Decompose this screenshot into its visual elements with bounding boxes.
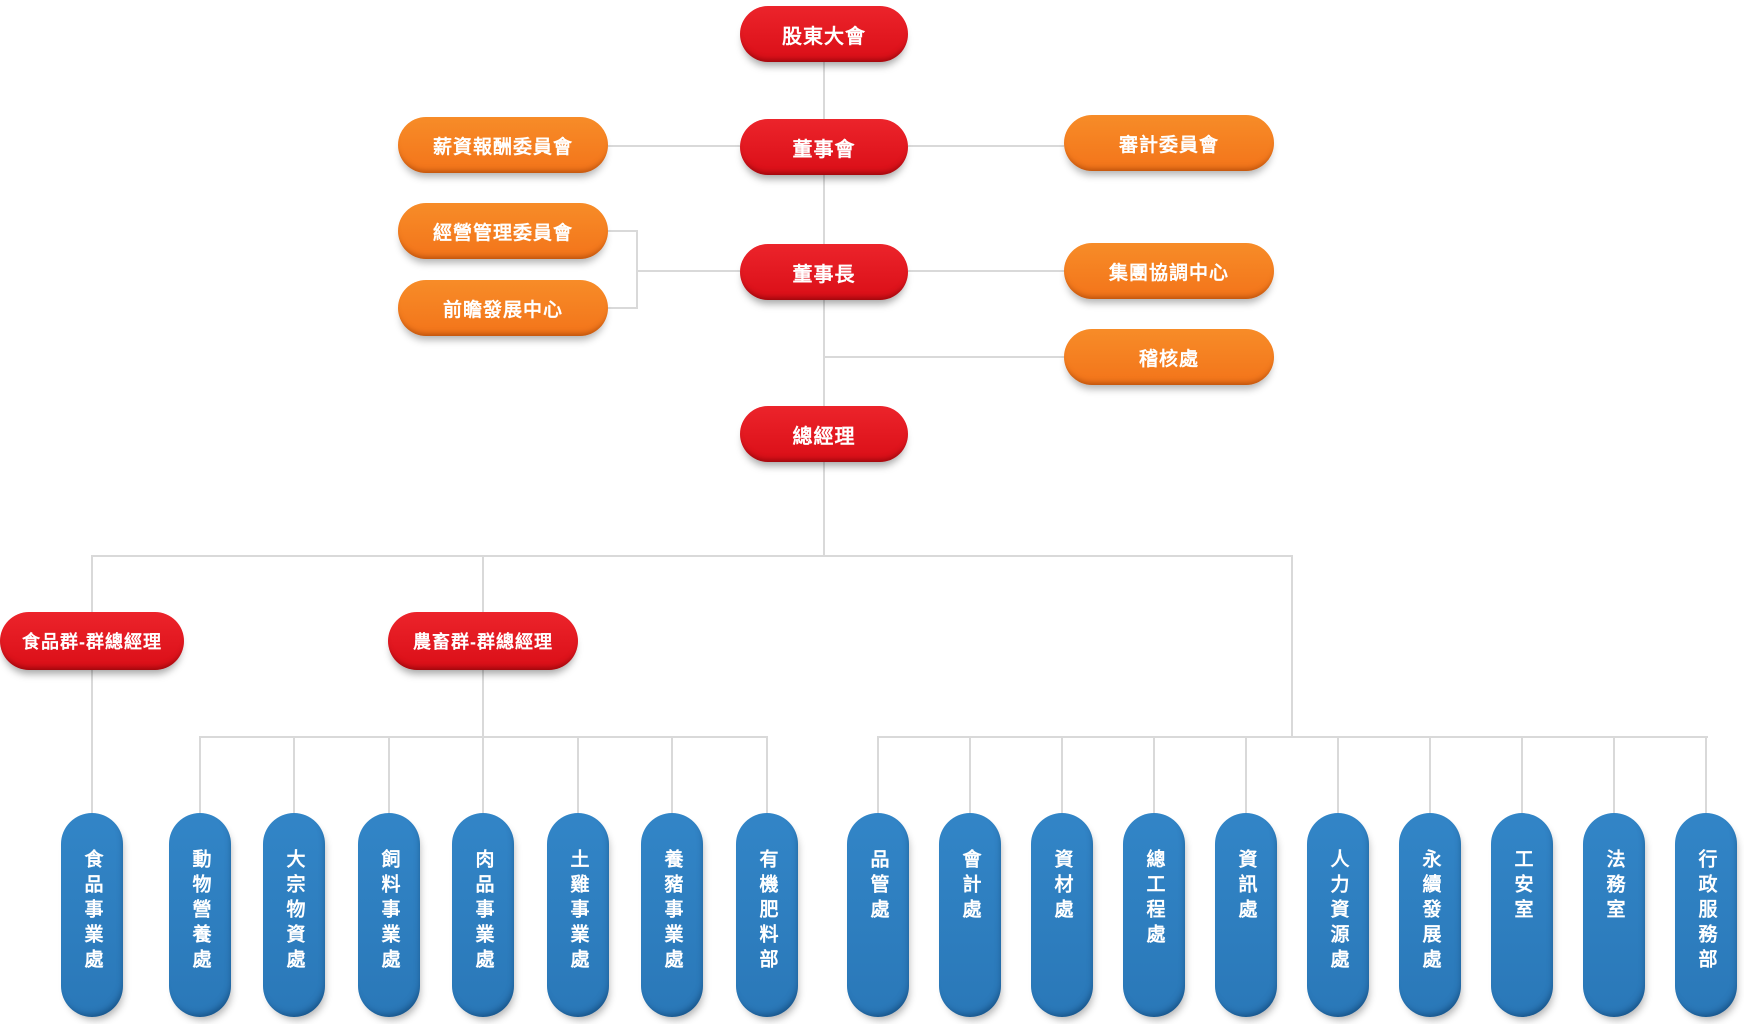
connector — [1429, 737, 1431, 813]
connector — [823, 300, 825, 406]
connector — [1613, 737, 1615, 813]
connector — [482, 670, 484, 737]
dept-sustainability-division: 永續發展處 — [1399, 813, 1461, 1017]
node-group-coordination-center: 集團協調中心 — [1064, 243, 1274, 299]
dept-label: 行政服務部 — [1695, 849, 1717, 974]
dept-label: 資訊處 — [1235, 849, 1257, 924]
connector — [91, 555, 1293, 557]
dept-chief-engineering-division: 總工程處 — [1123, 813, 1185, 1017]
connector — [577, 737, 579, 813]
dept-label: 人力資源處 — [1327, 849, 1349, 974]
connector — [293, 737, 295, 813]
node-forward-development-center: 前瞻發展中心 — [398, 280, 608, 336]
connector — [766, 737, 768, 813]
dept-label: 養豬事業處 — [661, 849, 683, 974]
connector — [908, 270, 1064, 272]
dept-label: 食品事業處 — [81, 849, 103, 974]
dept-label: 動物營養處 — [189, 849, 211, 974]
node-board-of-directors: 董事會 — [740, 119, 908, 175]
node-label: 集團協調中心 — [1108, 262, 1229, 284]
connector — [877, 737, 879, 813]
dept-label: 品管處 — [867, 849, 889, 924]
connector — [1245, 737, 1247, 813]
dept-quality-assurance-division: 品管處 — [847, 813, 909, 1017]
dept-meat-business-division: 肉品事業處 — [452, 813, 514, 1017]
node-label: 董事會 — [792, 138, 856, 161]
dept-label: 法務室 — [1603, 849, 1625, 924]
connector — [1705, 737, 1707, 813]
dept-label: 飼料事業處 — [378, 849, 400, 974]
node-label: 薪資報酬委員會 — [432, 136, 573, 158]
dept-label: 有機肥料部 — [756, 849, 778, 974]
connector — [1153, 737, 1155, 813]
connector — [823, 356, 1064, 358]
connector — [608, 307, 638, 309]
node-label: 董事長 — [792, 263, 856, 286]
connector — [636, 270, 740, 272]
connector — [908, 145, 1064, 147]
node-audit-committee: 審計委員會 — [1064, 115, 1274, 171]
dept-human-resources-division: 人力資源處 — [1307, 813, 1369, 1017]
dept-animal-nutrition-division: 動物營養處 — [169, 813, 231, 1017]
node-compensation-committee: 薪資報酬委員會 — [398, 117, 608, 173]
node-agri-livestock-group-gm: 農畜群-群總經理 — [388, 612, 578, 670]
connector — [877, 736, 1708, 738]
connector — [388, 737, 390, 813]
node-chairman: 董事長 — [740, 244, 908, 300]
dept-label: 工安室 — [1511, 849, 1533, 924]
connector — [482, 737, 484, 813]
connector — [199, 737, 201, 813]
node-audit-office: 稽核處 — [1064, 329, 1274, 385]
connector — [823, 62, 825, 119]
dept-information-division: 資訊處 — [1215, 813, 1277, 1017]
node-label: 農畜群-群總經理 — [413, 632, 553, 652]
dept-admin-services-dept: 行政服務部 — [1675, 813, 1737, 1017]
node-label: 審計委員會 — [1118, 134, 1219, 156]
node-president: 總經理 — [740, 406, 908, 462]
dept-legal-office: 法務室 — [1583, 813, 1645, 1017]
connector — [482, 556, 484, 613]
connector — [1061, 737, 1063, 813]
dept-native-chicken-business-division: 土雞事業處 — [547, 813, 609, 1017]
node-label: 股東大會 — [782, 25, 866, 48]
dept-accounting-division: 會計處 — [939, 813, 1001, 1017]
connector — [671, 737, 673, 813]
dept-label: 永續發展處 — [1419, 849, 1441, 974]
connector — [608, 230, 638, 232]
dept-food-business-division: 食品事業處 — [61, 813, 123, 1017]
dept-materials-division: 資材處 — [1031, 813, 1093, 1017]
connector — [823, 462, 825, 556]
connector — [1521, 737, 1523, 813]
connector — [636, 230, 638, 309]
dept-label: 肉品事業處 — [472, 849, 494, 974]
dept-occupational-safety-office: 工安室 — [1491, 813, 1553, 1017]
connector — [1337, 737, 1339, 813]
node-label: 前瞻發展中心 — [442, 299, 563, 321]
node-label: 總經理 — [792, 425, 856, 448]
dept-organic-fertilizer-dept: 有機肥料部 — [736, 813, 798, 1017]
connector — [1291, 556, 1293, 738]
dept-hog-business-division: 養豬事業處 — [641, 813, 703, 1017]
node-food-group-gm: 食品群-群總經理 — [0, 612, 184, 670]
connector — [608, 145, 740, 147]
node-label: 經營管理委員會 — [432, 222, 573, 244]
node-label: 稽核處 — [1138, 348, 1199, 370]
dept-label: 資材處 — [1051, 849, 1073, 924]
dept-label: 大宗物資處 — [283, 849, 305, 974]
dept-bulk-materials-division: 大宗物資處 — [263, 813, 325, 1017]
dept-label: 會計處 — [959, 849, 981, 924]
dept-label: 總工程處 — [1143, 849, 1165, 949]
connector — [969, 737, 971, 813]
connector — [91, 670, 93, 813]
node-label: 食品群-群總經理 — [22, 632, 162, 652]
node-shareholders-meeting: 股東大會 — [740, 6, 908, 62]
dept-label: 土雞事業處 — [567, 849, 589, 974]
connector — [823, 175, 825, 244]
dept-feed-business-division: 飼料事業處 — [358, 813, 420, 1017]
node-management-committee: 經營管理委員會 — [398, 203, 608, 259]
connector — [91, 556, 93, 613]
